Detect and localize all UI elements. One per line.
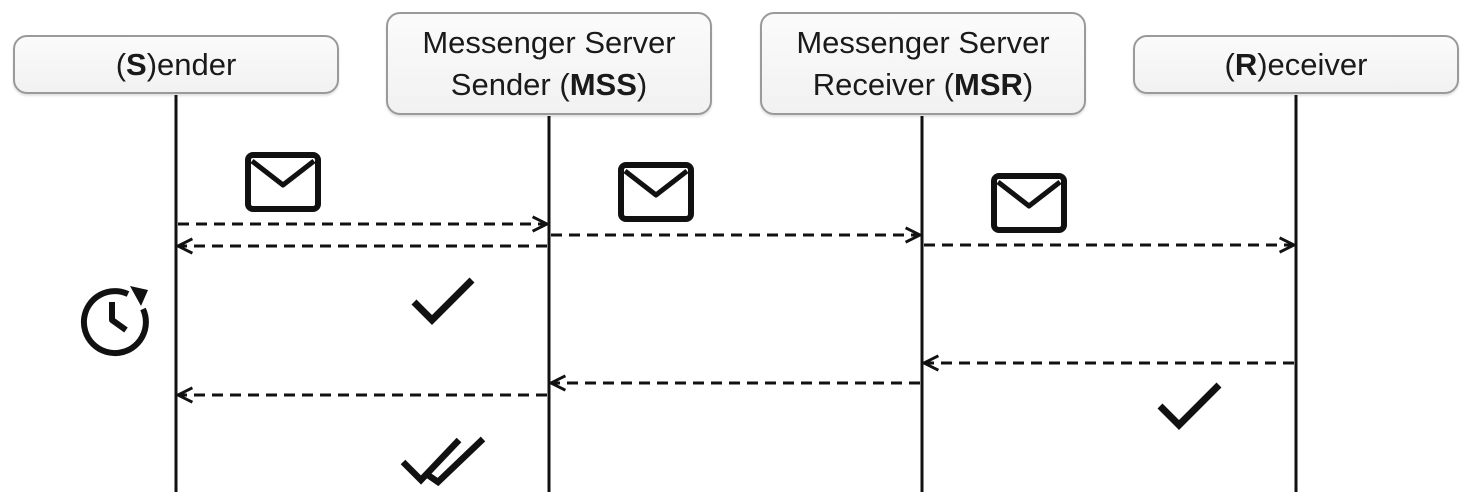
actor-receiver: (R)eceiver — [1133, 35, 1459, 94]
actor-sender-label: (S)ender — [115, 46, 237, 82]
single-check-icon — [411, 277, 475, 325]
actor-receiver-label: (R)eceiver — [1224, 46, 1368, 82]
single-check-icon — [1157, 382, 1222, 430]
envelope-icon — [618, 162, 694, 222]
actor-mss-label-line1: Messenger Server — [422, 24, 676, 60]
actor-mss: Messenger Server Sender (MSS) — [386, 12, 712, 115]
actor-mss-label-line2: Sender (MSS) — [450, 66, 648, 102]
envelope-icon — [245, 152, 321, 212]
clock-icon — [80, 286, 149, 357]
envelope-icon — [991, 173, 1067, 233]
actor-sender: (S)ender — [13, 35, 339, 94]
actor-msr-label-line1: Messenger Server — [796, 24, 1050, 60]
actor-msr: Messenger Server Receiver (MSR) — [760, 12, 1086, 115]
double-check-icon — [400, 436, 486, 487]
actor-msr-label-line2: Receiver (MSR) — [812, 66, 1034, 102]
